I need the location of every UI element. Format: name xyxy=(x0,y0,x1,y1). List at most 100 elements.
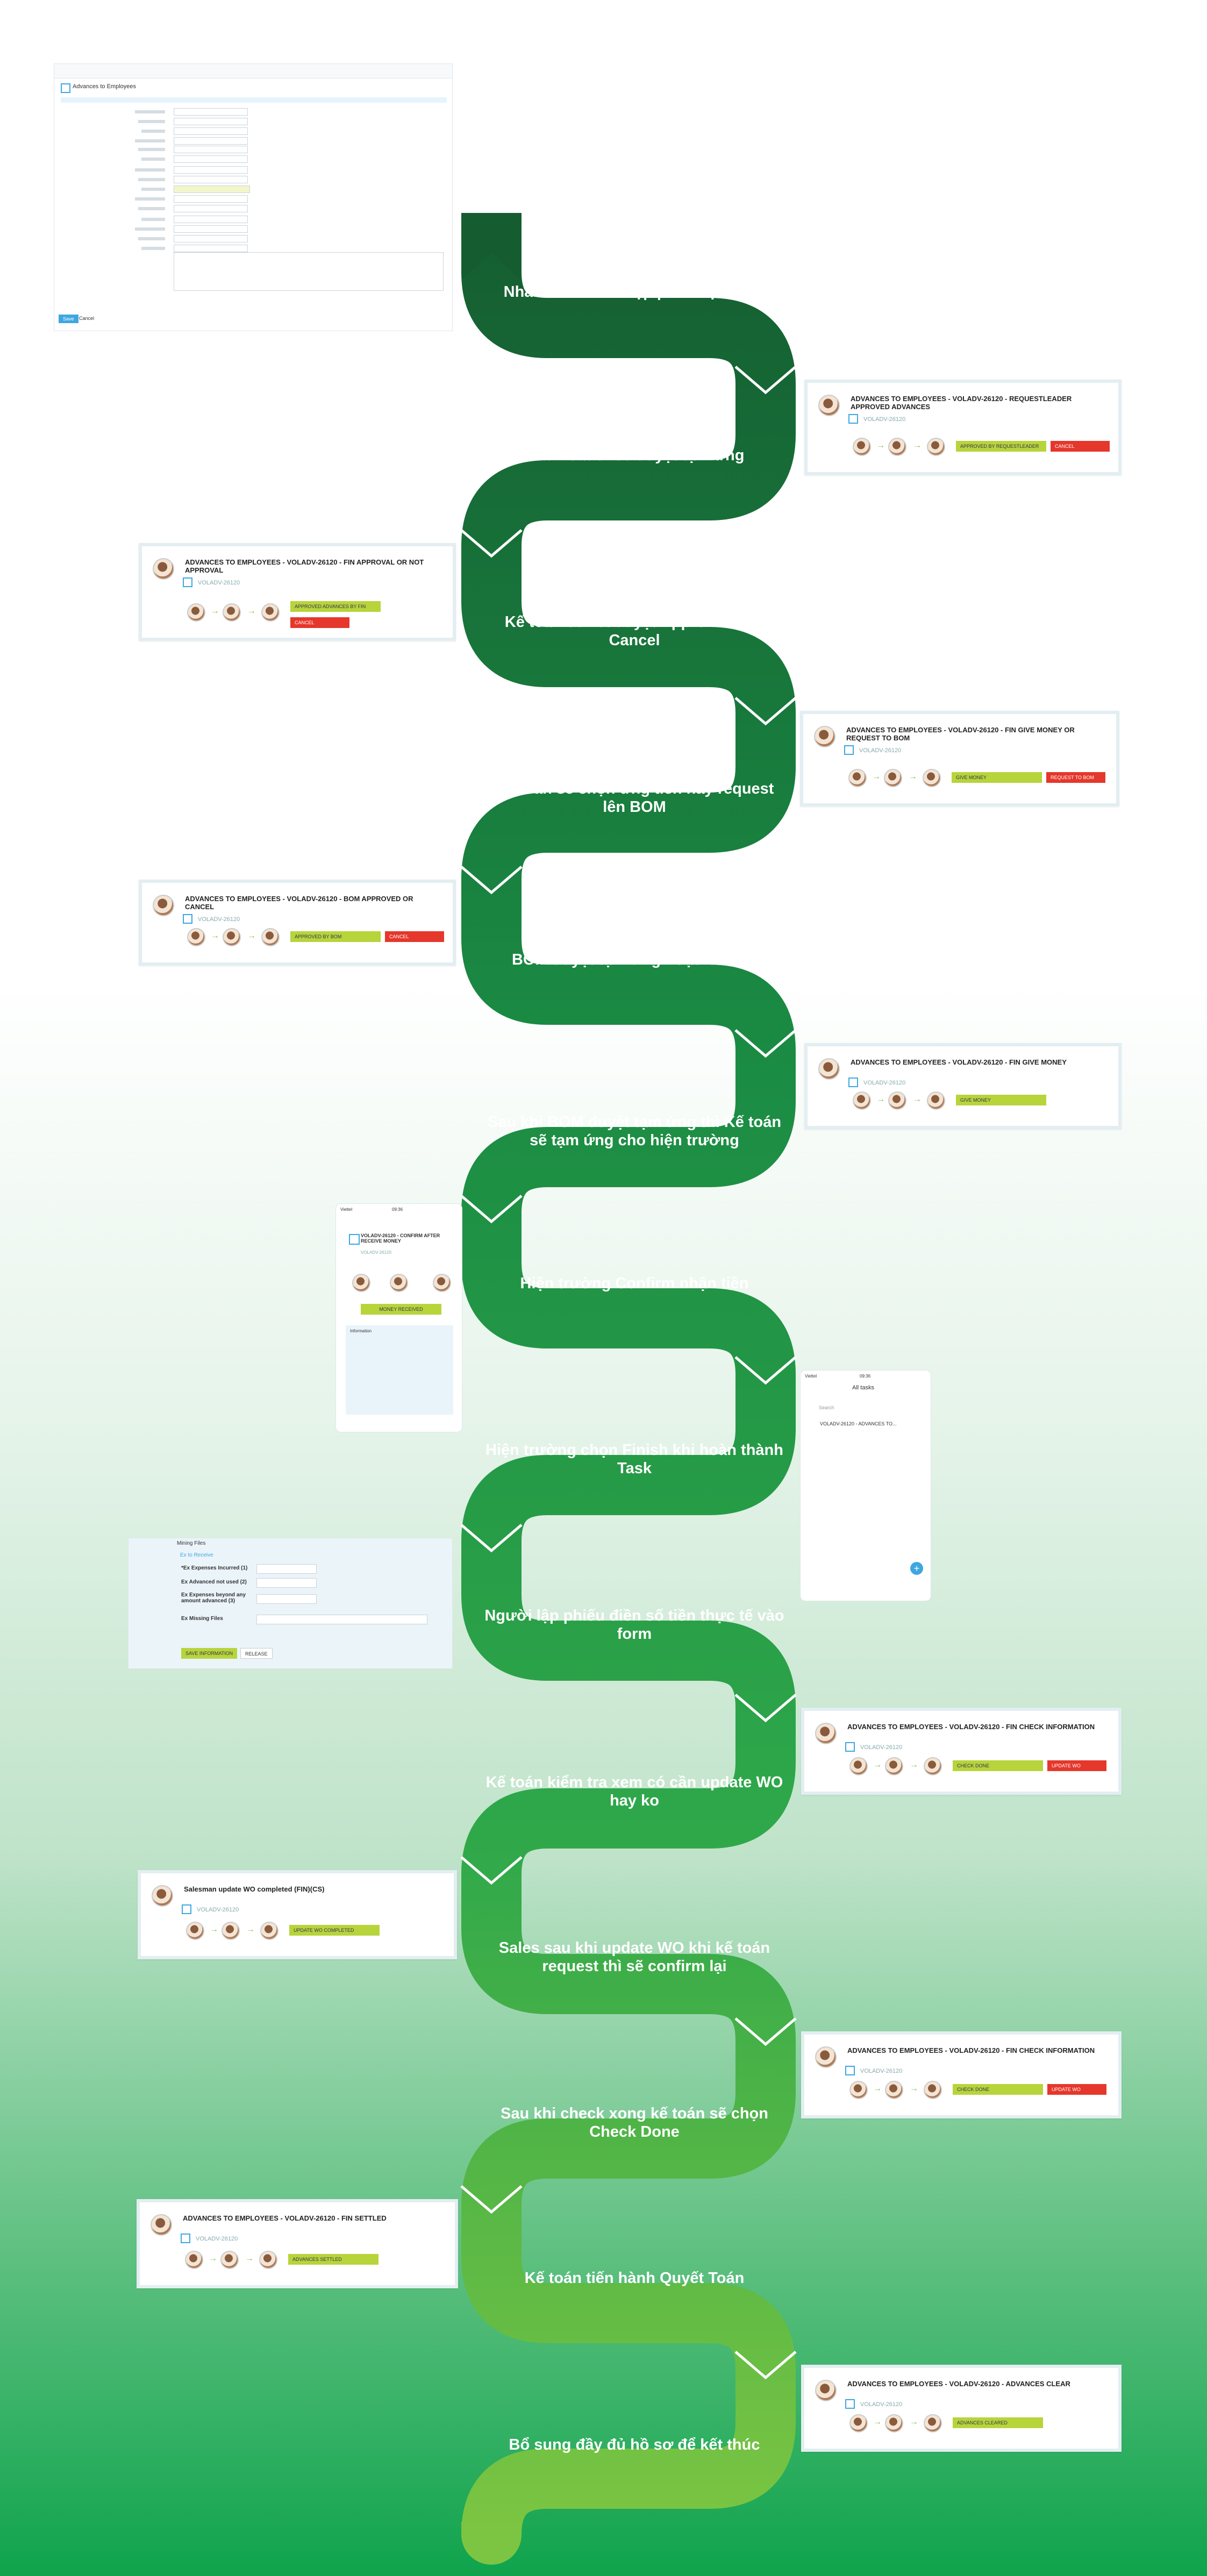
flow-chevron xyxy=(460,1524,523,1553)
card-owner-avatar xyxy=(153,895,174,916)
approve-button[interactable]: CHECK DONE xyxy=(953,1760,1043,1771)
card-arrow: → xyxy=(209,2254,217,2263)
card-task-icon xyxy=(845,2066,855,2075)
form-row-input[interactable] xyxy=(174,225,248,233)
card-task-icon xyxy=(848,1078,858,1087)
step-label: Hiện trường chọn Finish khi hoàn thành T… xyxy=(485,1442,783,1477)
card-owner-avatar xyxy=(153,558,174,580)
release-button[interactable]: RELEASE xyxy=(240,1648,273,1659)
card-step-avatar xyxy=(885,2081,903,2099)
form-row-input[interactable] xyxy=(174,245,248,252)
step-label: Kế toán sẽ chọn ứng tiền hay request lên… xyxy=(495,780,774,816)
form-row-input[interactable] xyxy=(174,146,248,153)
cancel-button[interactable]: CANCEL xyxy=(1051,441,1110,452)
form-row-input[interactable] xyxy=(174,185,250,193)
card-title: ADVANCES TO EMPLOYEES - VOLADV-26120 - A… xyxy=(847,2380,1070,2388)
save-information-button[interactable]: SAVE INFORMATION xyxy=(181,1648,238,1659)
form-row-label xyxy=(141,158,165,161)
approve-button[interactable]: APPROVED ADVANCES BY FIN xyxy=(290,601,381,612)
card-task-icon xyxy=(845,1742,855,1752)
card-arrow: → xyxy=(211,931,219,940)
form-row-label xyxy=(141,188,165,191)
card-step-avatar xyxy=(187,928,205,946)
field-expenses-incurred: *Ex Expenses Incurred (1) xyxy=(181,1565,248,1571)
card-title: Salesman update WO completed (FIN)(CS) xyxy=(184,1885,325,1893)
approve-button[interactable]: ADVANCES SETTLED xyxy=(288,2254,378,2265)
input-advanced-not-used[interactable] xyxy=(256,1578,317,1588)
phone-tasks-item[interactable]: VOLADV-26120 - ADVANCES TO... xyxy=(820,1421,897,1426)
approve-button[interactable]: CHECK DONE xyxy=(953,2084,1043,2095)
form-row-input[interactable] xyxy=(174,176,248,183)
money-received-button[interactable]: MONEY RECEIVED xyxy=(361,1304,441,1315)
phone-tasks-title: All tasks xyxy=(852,1385,874,1391)
card-step-avatar xyxy=(186,1922,204,1940)
add-task-button[interactable]: + xyxy=(910,1562,923,1575)
phone-tasks-carrier: Viettel xyxy=(805,1374,817,1379)
form-row-input[interactable] xyxy=(174,155,248,163)
form-row-label xyxy=(138,207,165,210)
card-subtitle: VOLADV-26120 xyxy=(198,580,240,586)
form-row-input[interactable] xyxy=(174,235,248,242)
card-title: ADVANCES TO EMPLOYEES - VOLADV-26120 - F… xyxy=(851,1058,1067,1066)
input-missing-files[interactable] xyxy=(256,1615,427,1624)
card-step-avatar xyxy=(924,2081,942,2099)
card-arrow: → xyxy=(210,1925,218,1934)
approve-button[interactable]: GIVE MONEY xyxy=(956,1095,1046,1105)
card-step-avatar xyxy=(885,1757,903,1775)
step-label: BOM duyệt tạm ứng hoặc Cancel xyxy=(511,951,758,968)
approve-button[interactable]: APPROVED BY REQUESTLEADER xyxy=(956,441,1046,452)
phone-info-panel xyxy=(346,1325,453,1415)
approval-card: ADVANCES TO EMPLOYEES - VOLADV-26120 - A… xyxy=(801,2365,1122,2452)
card-subtitle: VOLADV-26120 xyxy=(860,2401,903,2408)
form-row-input[interactable] xyxy=(174,166,248,174)
phone-confirm-screenshot: Viettel 09:36 VOLADV-26120 - CONFIRM AFT… xyxy=(335,1203,462,1432)
card-title: ADVANCES TO EMPLOYEES - VOLADV-26120 - R… xyxy=(851,395,1072,411)
form-row-input[interactable] xyxy=(174,195,248,203)
cancel-button[interactable]: CANCEL xyxy=(385,931,444,942)
form-row-input[interactable] xyxy=(174,108,248,116)
flow-chevron xyxy=(734,1029,797,1058)
form-row-input[interactable] xyxy=(174,118,248,125)
card-arrow: → xyxy=(910,1760,918,1769)
form-save-button[interactable]: Save xyxy=(59,315,78,323)
form-row-input[interactable] xyxy=(174,205,248,212)
approve-button[interactable]: ADVANCES CLEARED xyxy=(953,2417,1043,2428)
card-owner-avatar xyxy=(815,2046,837,2068)
approve-button[interactable]: APPROVED BY BOM xyxy=(290,931,381,942)
card-arrow: → xyxy=(913,441,922,450)
cancel-button[interactable]: UPDATE WO xyxy=(1047,1760,1106,1771)
phone-tasks-search[interactable]: Search xyxy=(819,1405,834,1410)
input-expenses-beyond[interactable] xyxy=(256,1594,317,1604)
flow-chevron xyxy=(460,1195,523,1224)
flow-chevron xyxy=(734,2351,797,2380)
card-subtitle: VOLADV-26120 xyxy=(198,916,240,923)
cancel-button[interactable]: CANCEL xyxy=(290,617,349,628)
input-expenses-incurred[interactable] xyxy=(256,1564,317,1574)
approve-button[interactable]: UPDATE WO COMPLETED xyxy=(289,1925,380,1936)
form-note-area[interactable] xyxy=(174,252,444,291)
card-arrow: → xyxy=(245,2254,254,2263)
form-row-label xyxy=(141,130,165,133)
form-row-input[interactable] xyxy=(174,127,248,135)
step-label: Kế toán tiến hành Quyết Toán xyxy=(524,2270,745,2287)
cancel-button[interactable]: REQUEST TO BOM xyxy=(1046,772,1105,783)
card-arrow: → xyxy=(876,1095,885,1104)
form-row-label xyxy=(135,227,165,231)
form-cancel-button[interactable]: Cancel xyxy=(79,316,95,321)
approval-card: ADVANCES TO EMPLOYEES - VOLADV-26120 - F… xyxy=(800,711,1119,807)
card-arrow: → xyxy=(910,2417,918,2427)
flow-chevron xyxy=(734,1356,797,1385)
form-row-input[interactable] xyxy=(174,137,248,145)
form-title: Advances to Employees xyxy=(73,83,137,90)
card-task-icon xyxy=(181,2234,190,2243)
form-row-input[interactable] xyxy=(174,216,248,223)
card-task-icon xyxy=(845,2399,855,2409)
approve-button[interactable]: GIVE MONEY xyxy=(952,772,1042,783)
phone-info-heading: Information xyxy=(350,1329,372,1333)
card-title: ADVANCES TO EMPLOYEES - VOLADV-26120 - F… xyxy=(185,558,424,574)
cancel-button[interactable]: UPDATE WO xyxy=(1047,2084,1106,2095)
card-owner-avatar xyxy=(152,1885,173,1907)
flow-chevron xyxy=(734,366,797,395)
card-arrow: → xyxy=(211,606,219,616)
